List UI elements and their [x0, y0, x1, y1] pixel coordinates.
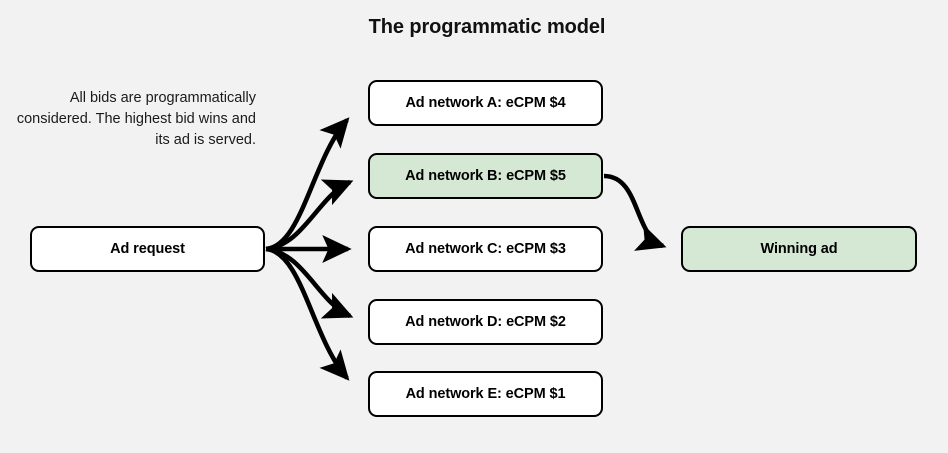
node-ad-request-label: Ad request [110, 241, 185, 257]
edge-ad-request-to-network-b [265, 179, 354, 252]
edge-ad-request-to-network-e [265, 246, 350, 381]
diagram-title: The programmatic model [368, 16, 606, 38]
node-ad-network-a[interactable]: Ad network A: eCPM $4 [368, 80, 603, 126]
node-ad-network-c-label: Ad network C: eCPM $3 [405, 241, 566, 257]
edge-network-b-to-winning-ad [603, 173, 667, 251]
node-ad-network-d-label: Ad network D: eCPM $2 [405, 314, 566, 330]
node-ad-network-e[interactable]: Ad network E: eCPM $1 [368, 371, 603, 417]
node-ad-network-b-label: Ad network B: eCPM $5 [405, 168, 566, 184]
node-ad-request[interactable]: Ad request [30, 226, 265, 272]
explanatory-note: All bids are programmatically considered… [16, 90, 256, 148]
node-ad-network-e-label: Ad network E: eCPM $1 [405, 386, 566, 402]
node-ad-network-c[interactable]: Ad network C: eCPM $3 [368, 226, 603, 272]
node-winning-ad-label: Winning ad [760, 241, 838, 257]
edge-ad-request-to-network-a [265, 117, 350, 252]
edge-ad-request-to-network-d [265, 246, 354, 319]
node-ad-network-d[interactable]: Ad network D: eCPM $2 [368, 299, 603, 345]
node-ad-network-a-label: Ad network A: eCPM $4 [405, 95, 566, 111]
node-ad-network-b[interactable]: Ad network B: eCPM $5 [368, 153, 603, 199]
node-winning-ad[interactable]: Winning ad [681, 226, 917, 272]
